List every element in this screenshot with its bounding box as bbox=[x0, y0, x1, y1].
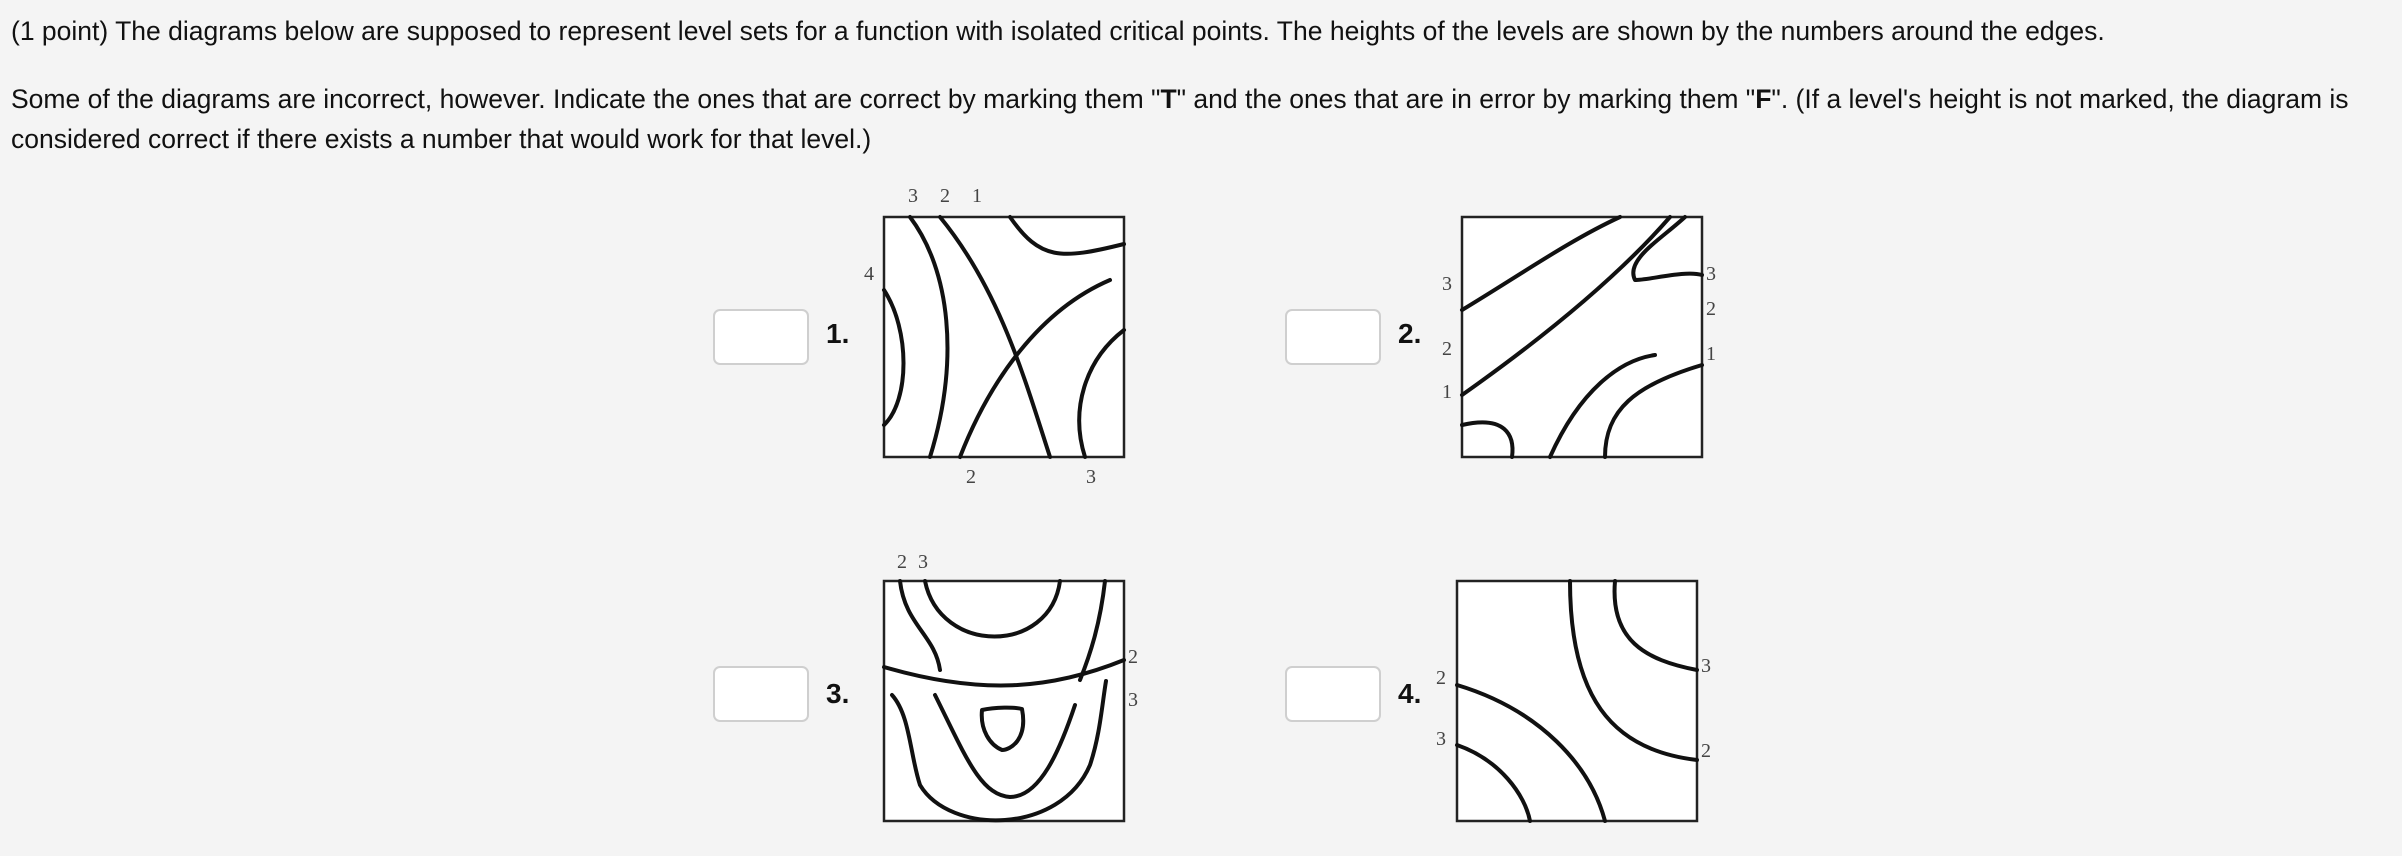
problem-number-1: 1. bbox=[826, 318, 850, 349]
diagram-1-level-curve bbox=[882, 288, 906, 427]
level-set-diagram-4: 2 3 3 2 bbox=[1436, 579, 1711, 823]
level-set-diagram-1: 3 2 1 4 2 3 bbox=[864, 185, 1126, 488]
diagram-2-right-label: 3 bbox=[1706, 263, 1716, 285]
diagram-4-right-label: 2 bbox=[1701, 740, 1711, 762]
diagram-2-level-curve bbox=[1631, 215, 1704, 282]
diagram-1-level-curve bbox=[1077, 328, 1126, 459]
instructions-paragraph: Some of the diagrams are incorrect, howe… bbox=[11, 79, 2391, 159]
diagram-3-level-curve bbox=[882, 658, 1126, 688]
instructions-text-end: ". (If a level's height is not marked, t… bbox=[11, 84, 2349, 154]
diagram-2-right-label: 1 bbox=[1706, 343, 1716, 365]
diagram-2-level-curve bbox=[1603, 363, 1704, 459]
diagram-1-level-curve bbox=[908, 215, 950, 459]
answer-input-4[interactable] bbox=[1285, 666, 1381, 722]
diagram-3-frame bbox=[882, 579, 1126, 823]
diagram-1-frame bbox=[882, 215, 1126, 459]
diagram-2-level-curve bbox=[1460, 420, 1515, 459]
diagram-3-top-label: 2 bbox=[897, 551, 907, 573]
instructions-text-start: Some of the diagrams are incorrect, howe… bbox=[11, 84, 1161, 114]
diagram-3-level-curve bbox=[933, 693, 1077, 799]
diagram-4-right-label: 3 bbox=[1701, 655, 1711, 677]
false-mark: F bbox=[1755, 84, 1772, 114]
diagram-1-top-label: 3 bbox=[908, 185, 918, 207]
diagram-4-level-curve bbox=[1455, 743, 1532, 823]
problem-number-4: 4. bbox=[1398, 678, 1422, 709]
diagram-1-level-curve bbox=[938, 215, 1052, 459]
true-mark: T bbox=[1160, 84, 1177, 114]
diagram-1-top-label: 1 bbox=[972, 185, 982, 207]
problem-number-3: 3. bbox=[826, 678, 850, 709]
diagram-1-left-label: 4 bbox=[864, 263, 874, 285]
diagram-2-left-label: 2 bbox=[1442, 338, 1452, 360]
diagram-4-frame bbox=[1455, 579, 1699, 823]
diagram-2-left-label: 1 bbox=[1442, 381, 1452, 403]
diagram-4-level-curve bbox=[1455, 683, 1607, 823]
diagram-3-level-curve bbox=[1078, 579, 1107, 682]
diagram-3-right-label: 3 bbox=[1128, 689, 1138, 711]
diagram-3-level-curve bbox=[890, 679, 1108, 823]
diagram-2-left-label: 3 bbox=[1442, 273, 1452, 295]
diagram-2-level-curve bbox=[1460, 215, 1672, 397]
diagram-1-level-curve bbox=[958, 278, 1112, 459]
diagram-4-level-curve bbox=[1612, 579, 1699, 672]
diagram-4-left-label: 2 bbox=[1436, 667, 1446, 689]
diagram-3-level-curve bbox=[898, 579, 942, 672]
answer-input-1[interactable] bbox=[713, 309, 809, 365]
diagram-3-level-curve bbox=[923, 579, 1062, 639]
level-set-diagram-3: 2 3 2 3 bbox=[882, 551, 1138, 823]
diagram-2-level-curve bbox=[1548, 353, 1657, 459]
diagram-3-top-label: 3 bbox=[918, 551, 928, 573]
diagram-1-bottom-label: 3 bbox=[1086, 466, 1096, 488]
intro-paragraph: (1 point) The diagrams below are suppose… bbox=[11, 16, 2105, 46]
diagram-4-left-label: 3 bbox=[1436, 728, 1446, 750]
diagram-2-right-label: 2 bbox=[1706, 298, 1716, 320]
diagram-1-level-curve bbox=[1008, 215, 1126, 256]
problem-number-2: 2. bbox=[1398, 318, 1422, 349]
diagram-1-top-label: 2 bbox=[940, 185, 950, 207]
answer-input-3[interactable] bbox=[713, 666, 809, 722]
level-set-diagram-2: 3 2 1 3 2 1 bbox=[1442, 215, 1716, 459]
instructions-text-middle: " and the ones that are in error by mark… bbox=[1176, 84, 1756, 114]
answer-input-2[interactable] bbox=[1285, 309, 1381, 365]
diagram-3-right-label: 2 bbox=[1128, 646, 1138, 668]
diagram-4-level-curve bbox=[1568, 579, 1699, 762]
diagram-2-level-curve bbox=[1460, 215, 1622, 312]
diagram-2-frame bbox=[1460, 215, 1704, 459]
diagram-3-level-curve bbox=[979, 705, 1026, 752]
diagram-1-bottom-label: 2 bbox=[966, 466, 976, 488]
